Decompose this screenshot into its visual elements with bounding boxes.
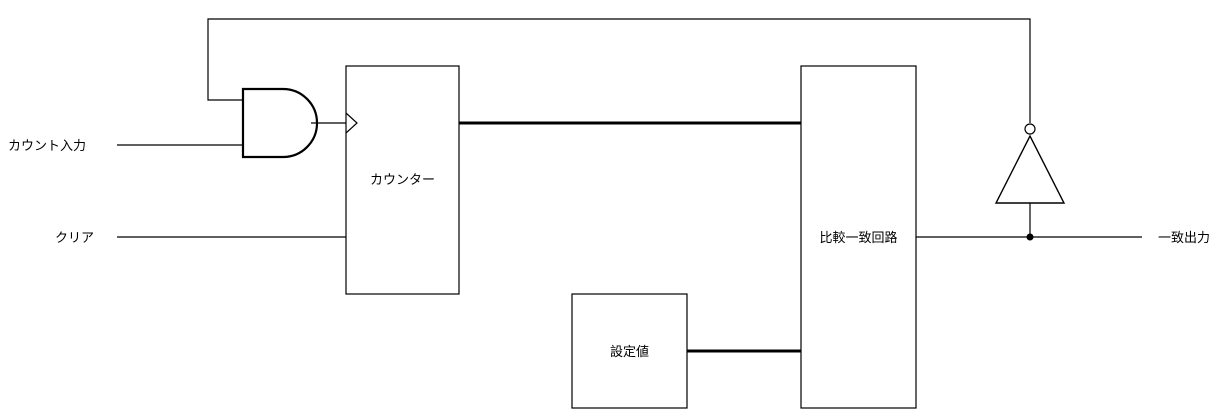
comparator-label: 比較一致回路 [819, 230, 897, 246]
inverter-bubble [1024, 123, 1036, 135]
clock-input-marker [345, 112, 358, 134]
counter-block [345, 65, 460, 295]
and-gate [241, 87, 319, 159]
counter-label: カウンター [370, 173, 435, 188]
count-input-label: カウント入力 [8, 139, 86, 154]
feedback-wire [207, 18, 1031, 123]
comparator-block [800, 65, 917, 409]
match-output-label: 一致出力 [1158, 231, 1210, 246]
setpoint-label: 設定値 [610, 344, 649, 360]
inverter-gate [994, 134, 1066, 204]
clear-label: クリア [55, 231, 94, 246]
